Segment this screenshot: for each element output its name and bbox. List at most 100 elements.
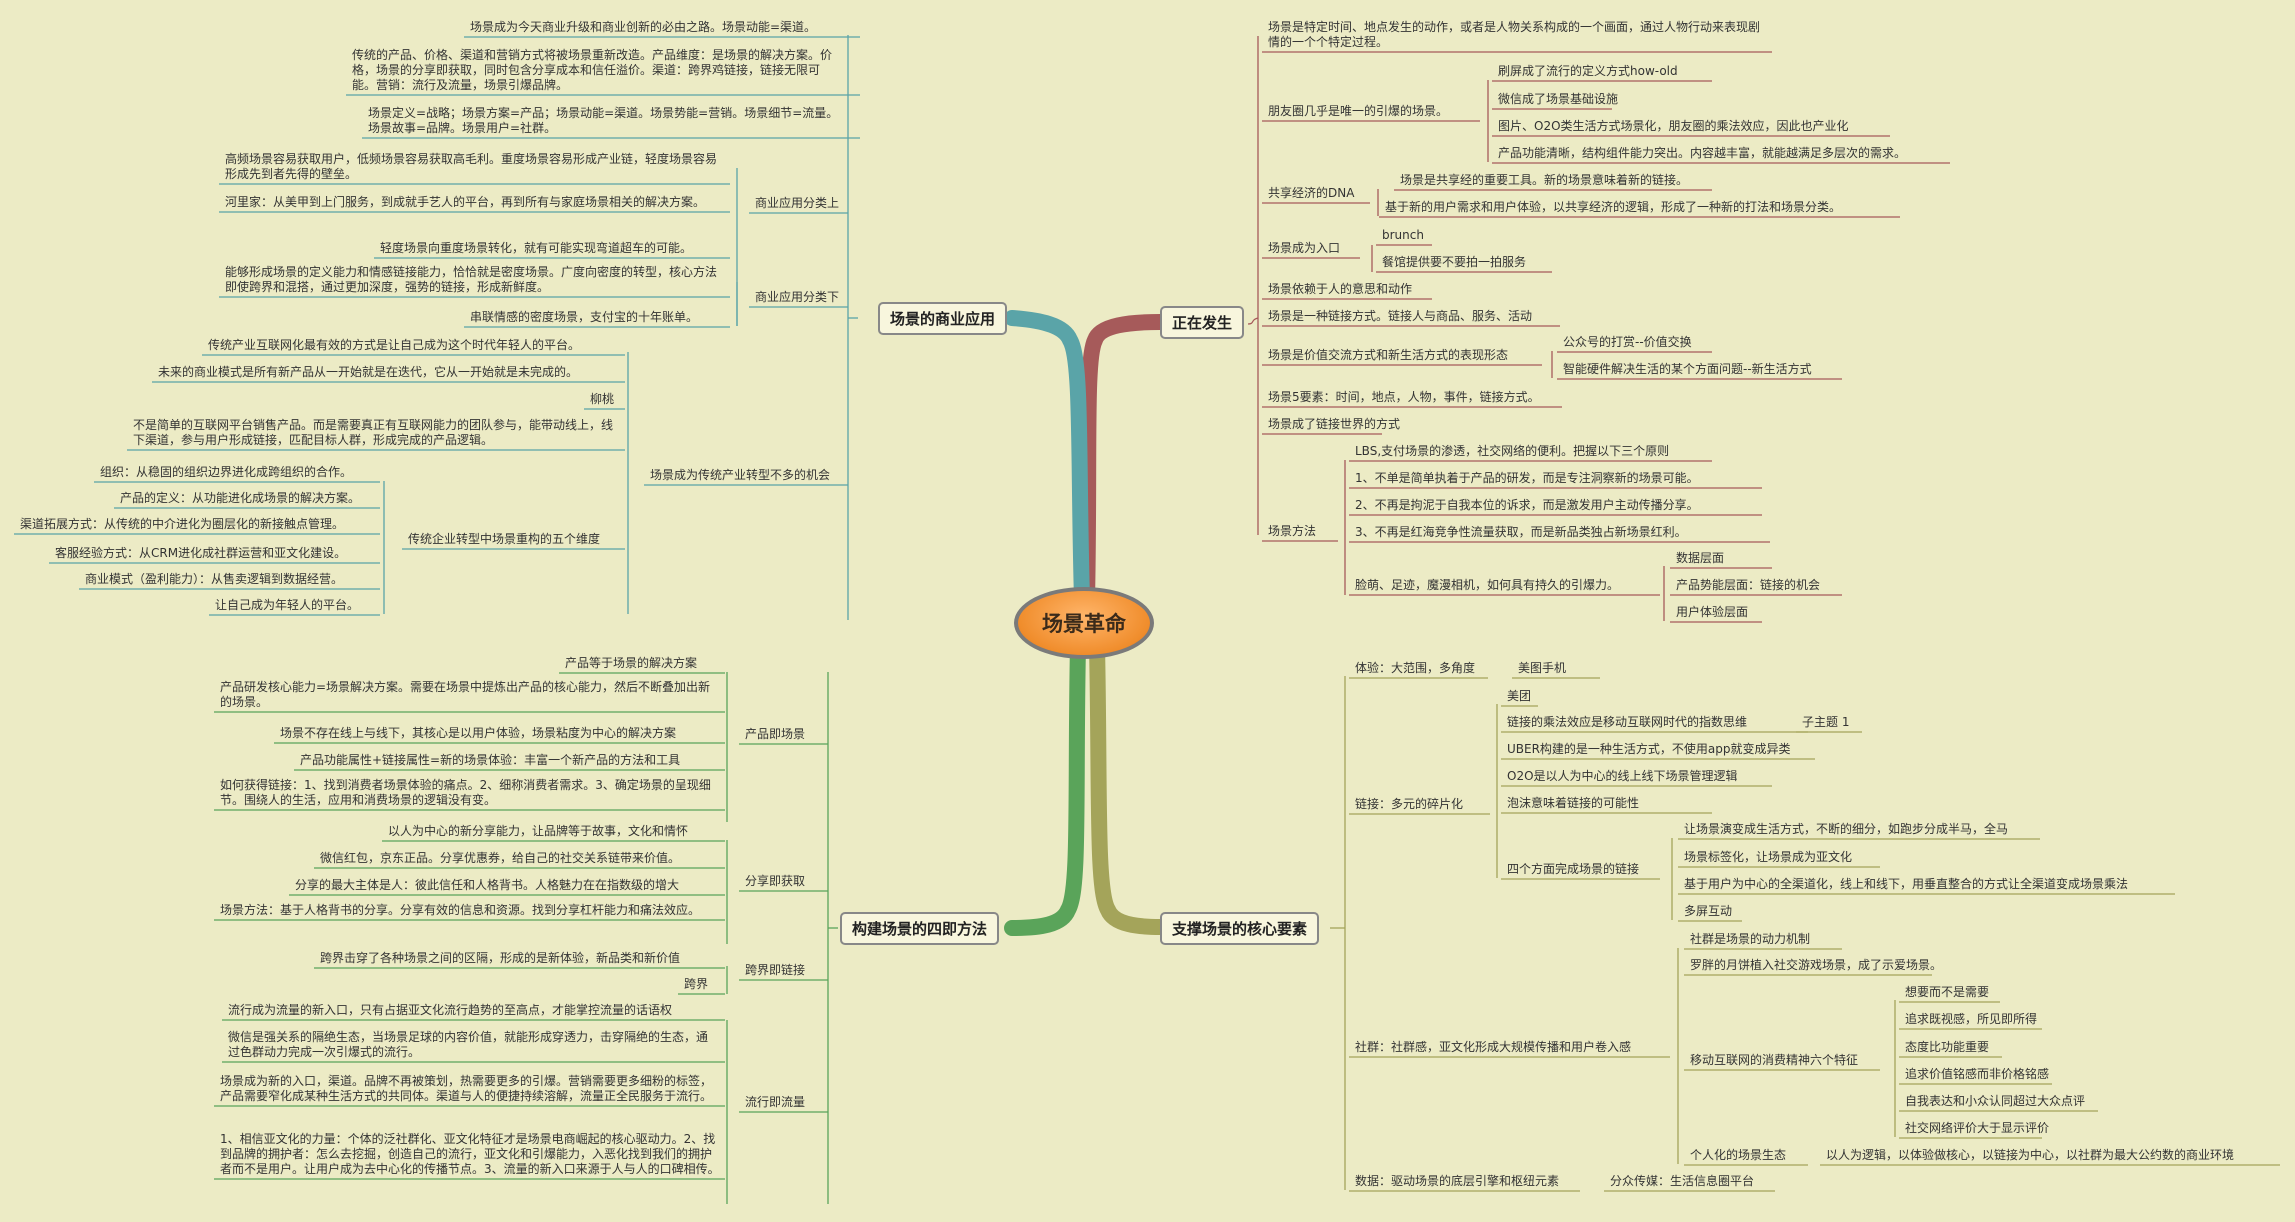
topic-t2c[interactable]: UBER构建的是一种生活方式，不使用app就变成异类 xyxy=(1507,742,1791,756)
topic-m21[interactable]: 让自己成为年轻人的平台。 xyxy=(215,598,360,612)
topic-r3[interactable]: 跨界即链接 xyxy=(745,963,806,977)
topic-t4[interactable]: 数据：驱动场景的底层引擎和枢纽元素 xyxy=(1355,1174,1560,1188)
topic-s1[interactable]: 流行成为流量的新入口，只有占据亚文化流行趋势的至高点，才能掌控流量的话语权 xyxy=(228,1003,673,1017)
topic-n6[interactable]: 场景是一种链接方式。链接人与商品、服务、活动 xyxy=(1268,309,1533,323)
topic-n10e3[interactable]: 用户体验层面 xyxy=(1676,605,1749,619)
main-branch-b2[interactable]: 正在发生 xyxy=(1160,306,1245,339)
topic-s3[interactable]: 场景成为新的入口，渠道。品牌不再被策划，热需要更多的引爆。营销需要更多细粉的标签… xyxy=(220,1074,713,1103)
topic-t3d[interactable]: 个人化的场景生态 xyxy=(1690,1148,1787,1162)
topic-m2[interactable]: 传统的产品、价格、渠道和营销方式将被场景重新改造。产品维度：是场景的解决方案。价… xyxy=(352,48,833,92)
topic-m22[interactable]: 传统企业转型中场景重构的五个维度 xyxy=(408,532,601,546)
topic-t2d[interactable]: O2O是以人为中心的线上线下场景管理逻辑 xyxy=(1507,769,1738,783)
topic-n10a[interactable]: LBS,支付场景的渗透，社交网络的便利。把握以下三个原则 xyxy=(1355,444,1670,458)
topic-m16[interactable]: 组织：从稳固的组织边界进化成跨组织的合作。 xyxy=(100,465,353,479)
topic-n2a[interactable]: 刷屏成了流行的定义方式how-old xyxy=(1498,64,1678,78)
topic-t1a[interactable]: 美图手机 xyxy=(1518,661,1567,675)
topic-n7a[interactable]: 公众号的打赏--价值交换 xyxy=(1563,335,1692,349)
central-topic[interactable]: 场景革命 xyxy=(1014,587,1154,659)
topic-t3b[interactable]: 罗胖的月饼植入社交游戏场景，成了示爱场景。 xyxy=(1690,958,1943,972)
topic-t2f2[interactable]: 场景标签化，让场景成为亚文化 xyxy=(1684,850,1853,864)
topic-q4[interactable]: 场景方法：基于人格背书的分享。分享有效的信息和资源。找到分享杠杆能力和痛法效应。 xyxy=(220,903,701,917)
topic-t2f[interactable]: 四个方面完成场景的链接 xyxy=(1507,862,1640,876)
topic-m3[interactable]: 场景定义=战略；场景方案=产品；场景动能=渠道。场景势能=营销。场景细节=流量。… xyxy=(368,106,839,135)
topic-t1[interactable]: 体验：大范围，多角度 xyxy=(1355,661,1476,675)
topic-t2e[interactable]: 泡沫意味着链接的可能性 xyxy=(1507,796,1640,810)
topic-p1[interactable]: 产品等于场景的解决方案 xyxy=(565,656,698,670)
topic-n4b[interactable]: 餐馆提供要不要拍一拍服务 xyxy=(1382,255,1527,269)
topic-t4a[interactable]: 分众传媒：生活信息圈平台 xyxy=(1610,1174,1755,1188)
main-branch-b1[interactable]: 场景的商业应用 xyxy=(878,302,1008,335)
topic-n2b[interactable]: 微信成了场景基础设施 xyxy=(1498,92,1619,106)
topic-t3c5[interactable]: 自我表达和小众认同超过大众点评 xyxy=(1905,1094,2086,1108)
topic-t3c4[interactable]: 追求价值铭感而非价格铭感 xyxy=(1905,1067,2050,1081)
topic-m10[interactable]: 商业应用分类下 xyxy=(755,290,840,304)
topic-n4[interactable]: 场景成为入口 xyxy=(1268,241,1341,255)
topic-t3c1[interactable]: 想要而不是需要 xyxy=(1905,985,1990,999)
topic-t3a[interactable]: 社群是场景的动力机制 xyxy=(1690,932,1811,946)
topic-m7[interactable]: 商业应用分类上 xyxy=(755,196,840,210)
topic-r1[interactable]: 跨界击穿了各种场景之间的区隔，形成的是新体验，新品类和新价值 xyxy=(320,951,681,965)
topic-n2c[interactable]: 图片、O2O类生活方式场景化，朋友圈的乘法效应，因此也产业化 xyxy=(1498,119,1849,133)
topic-n3b[interactable]: 基于新的用户需求和用户体验，以共享经济的逻辑，形成了一种新的打法和场景分类。 xyxy=(1385,200,1842,214)
topic-t2[interactable]: 链接：多元的碎片化 xyxy=(1355,797,1464,811)
topic-p4[interactable]: 产品功能属性+链接属性=新的场景体验：丰富一个新产品的方法和工具 xyxy=(300,753,681,767)
topic-n10d[interactable]: 3、不再是红海竞争性流量获取，而是新品类独占新场景红利。 xyxy=(1355,525,1687,539)
topic-p5[interactable]: 如何获得链接：1、找到消费者场景体验的痛点。2、细称消费者需求。3、确定场景的呈… xyxy=(220,778,711,807)
topic-t2b[interactable]: 链接的乘法效应是移动互联网时代的指数思维 xyxy=(1507,715,1748,729)
topic-n9[interactable]: 场景成了链接世界的方式 xyxy=(1268,417,1401,431)
topic-n8[interactable]: 场景5要素：时间，地点，人物，事件，链接方式。 xyxy=(1268,390,1540,404)
topic-n10e2[interactable]: 产品势能层面：链接的机会 xyxy=(1676,578,1821,592)
topic-n10b[interactable]: 1、不单是简单执着于产品的研发，而是专注洞察新的场景可能。 xyxy=(1355,471,1699,485)
topic-s2[interactable]: 微信是强关系的隔绝生态，当场景足球的内容价值，就能形成穿透力，击穿隔绝的生态，通… xyxy=(228,1030,709,1059)
topic-m1[interactable]: 场景成为今天商业升级和商业创新的必由之路。场景动能=渠道。 xyxy=(470,20,817,34)
topic-p6[interactable]: 产品即场景 xyxy=(745,727,806,741)
topic-t3c6[interactable]: 社交网络评价大于显示评价 xyxy=(1905,1121,2050,1135)
topic-n10[interactable]: 场景方法 xyxy=(1268,524,1317,538)
topic-m13[interactable]: 柳桃 xyxy=(590,392,615,406)
topic-r2[interactable]: 跨界 xyxy=(684,977,709,991)
topic-t2f1[interactable]: 让场景演变成生活方式，不断的细分，如跑步分成半马，全马 xyxy=(1684,822,2009,836)
topic-m6[interactable]: 轻度场景向重度场景转化，就有可能实现弯道超车的可能。 xyxy=(380,241,693,255)
topic-t3c3[interactable]: 态度比功能重要 xyxy=(1905,1040,1990,1054)
topic-m17[interactable]: 产品的定义：从功能进化成场景的解决方案。 xyxy=(120,491,361,505)
topic-s5[interactable]: 流行即流量 xyxy=(745,1095,806,1109)
topic-t3d1[interactable]: 以人为逻辑，以体验做核心，以链接为中心，以社群为最大公约数的商业环境 xyxy=(1826,1148,2235,1162)
topic-n5[interactable]: 场景依赖于人的意思和动作 xyxy=(1268,282,1413,296)
topic-m15[interactable]: 场景成为传统产业转型不多的机会 xyxy=(650,468,831,482)
topic-m12[interactable]: 未来的商业模式是所有新产品从一开始就是在迭代，它从一开始就是未完成的。 xyxy=(158,365,579,379)
topic-m11[interactable]: 传统产业互联网化最有效的方式是让自己成为这个时代年轻人的平台。 xyxy=(208,338,581,352)
topic-t3c2[interactable]: 追求既视感，所见即所得 xyxy=(1905,1012,2038,1026)
topic-n10e[interactable]: 脸萌、足迹，魔漫相机，如何具有持久的引爆力。 xyxy=(1355,578,1620,592)
topic-n2[interactable]: 朋友圈几乎是唯一的引爆的场景。 xyxy=(1268,104,1449,118)
main-branch-b4[interactable]: 支撑场景的核心要素 xyxy=(1160,912,1320,945)
topic-n3a[interactable]: 场景是共享经的重要工具。新的场景意味着新的链接。 xyxy=(1400,173,1689,187)
topic-n3[interactable]: 共享经济的DNA xyxy=(1268,186,1355,200)
topic-m14[interactable]: 不是简单的互联网平台销售产品。而是需要真正有互联网能力的团队参与，能带动线上，线… xyxy=(133,418,614,447)
topic-m20[interactable]: 商业模式（盈利能力）：从售卖逻辑到数据经营。 xyxy=(85,572,344,586)
topic-t3c[interactable]: 移动互联网的消费精神六个特征 xyxy=(1690,1053,1859,1067)
topic-n10c[interactable]: 2、不再是拘泥于自我本位的诉求，而是激发用户主动传播分享。 xyxy=(1355,498,1699,512)
topic-s4[interactable]: 1、相信亚文化的力量：个体的泛社群化、亚文化特征才是场景电商崛起的核心驱动力。2… xyxy=(220,1132,720,1176)
topic-m5[interactable]: 河里家：从美甲到上门服务，到成就手艺人的平台，再到所有与家庭场景相关的解决方案。 xyxy=(225,195,706,209)
topic-n2d[interactable]: 产品功能清晰，结构组件能力突出。内容越丰富，就能越满足多层次的需求。 xyxy=(1498,146,1907,160)
topic-m4[interactable]: 高频场景容易获取用户，低频场景容易获取高毛利。重度场景容易形成产业链，轻度场景容… xyxy=(225,152,718,181)
topic-n1[interactable]: 场景是特定时间、地点发生的动作，或者是人物关系构成的一个画面，通过人物行动来表现… xyxy=(1268,20,1761,49)
topic-m19[interactable]: 客服经验方式：从CRM进化成社群运营和亚文化建设。 xyxy=(55,546,347,560)
topic-q3[interactable]: 分享的最大主体是人：彼此信任和人格背书。人格魅力在在指数级的增大 xyxy=(295,878,680,892)
topic-n7[interactable]: 场景是价值交流方式和新生活方式的表现形态 xyxy=(1268,348,1509,362)
topic-q1[interactable]: 以人为中心的新分享能力，让品牌等于故事，文化和情怀 xyxy=(388,824,689,838)
topic-n4a[interactable]: brunch xyxy=(1382,228,1424,242)
topic-p2[interactable]: 产品研发核心能力=场景解决方案。需要在场景中提炼出产品的核心能力，然后不断叠加出… xyxy=(220,680,711,709)
topic-m18[interactable]: 渠道拓展方式：从传统的中介进化为圈层化的新接触点管理。 xyxy=(20,517,345,531)
topic-n10e1[interactable]: 数据层面 xyxy=(1676,551,1725,565)
topic-t2a[interactable]: 美团 xyxy=(1507,689,1532,703)
topic-q2[interactable]: 微信红包，京东正品。分享优惠券，给自己的社交关系链带来价值。 xyxy=(320,851,681,865)
topic-t2b1[interactable]: 子主题 1 xyxy=(1802,715,1850,729)
topic-t3[interactable]: 社群：社群感，亚文化形成大规模传播和用户卷入感 xyxy=(1355,1040,1632,1054)
topic-p3[interactable]: 场景不存在线上与线下，其核心是以用户体验，场景粘度为中心的解决方案 xyxy=(280,726,677,740)
topic-m8[interactable]: 能够形成场景的定义能力和情感链接能力，恰恰就是密度场景。广度向密度的转型，核心方… xyxy=(225,265,718,294)
topic-t2f4[interactable]: 多屏互动 xyxy=(1684,904,1733,918)
topic-t2f3[interactable]: 基于用户为中心的全渠道化，线上和线下，用垂直整合的方式让全渠道变成场景乘法 xyxy=(1684,877,2129,891)
topic-q5[interactable]: 分享即获取 xyxy=(745,874,806,888)
main-branch-b3[interactable]: 构建场景的四即方法 xyxy=(840,912,1000,945)
